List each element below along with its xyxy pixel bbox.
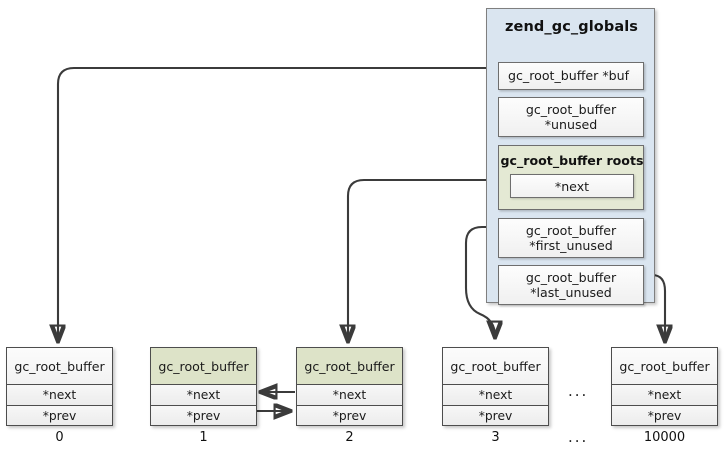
- field-unused-label: gc_root_buffer *unused: [526, 102, 616, 133]
- buffer-node-2-next: *next: [297, 385, 402, 405]
- buffer-node-2-prev: *prev: [297, 405, 402, 425]
- wire-roots-next-to-node2: [348, 178, 497, 340]
- wire-buf-to-node0: [58, 66, 486, 340]
- buffer-node-0-next: *next: [7, 385, 112, 405]
- buffer-node-2-header: gc_root_buffer: [297, 348, 402, 385]
- field-last-unused-line2: *last_unused: [530, 285, 612, 300]
- buffer-node-3-next: *next: [443, 385, 548, 405]
- buffer-node-10000[interactable]: gc_root_buffer *next *prev: [611, 347, 718, 426]
- buffer-node-1-next: *next: [151, 385, 256, 405]
- field-unused[interactable]: gc_root_buffer *unused: [498, 97, 644, 137]
- buffer-node-10000-label: 10000: [643, 430, 686, 445]
- buffer-node-1-prev: *prev: [151, 405, 256, 425]
- buffer-node-1[interactable]: gc_root_buffer *next *prev: [150, 347, 257, 426]
- field-buf-label: gc_root_buffer *buf: [508, 68, 630, 84]
- buffer-node-3-label: 3: [491, 430, 500, 445]
- buffer-node-3-prev: *prev: [443, 405, 548, 425]
- label-row-ellipsis: ...: [568, 428, 589, 446]
- field-first-unused-label: gc_root_buffer *first_unused: [526, 223, 616, 254]
- wire-first-unused-to-node3: [464, 225, 497, 336]
- field-last-unused-line1: gc_root_buffer: [525, 269, 617, 285]
- buffer-node-0-header: gc_root_buffer: [7, 348, 112, 385]
- field-roots[interactable]: gc_root_buffer roots *next: [498, 145, 644, 210]
- field-buf[interactable]: gc_root_buffer *buf: [498, 62, 644, 90]
- buffer-node-1-label: 1: [199, 430, 208, 445]
- field-last-unused-label: gc_root_buffer *last_unused: [526, 270, 616, 301]
- buffer-node-2-label: 2: [345, 430, 354, 445]
- roots-next-field[interactable]: *next: [510, 174, 634, 198]
- zend-gc-globals-panel: zend_gc_globals gc_root_buffer *buf gc_r…: [486, 8, 655, 305]
- panel-title: zend_gc_globals: [504, 19, 639, 35]
- buffer-node-2[interactable]: gc_root_buffer *next *prev: [296, 347, 403, 426]
- buffer-node-10000-next: *next: [612, 385, 717, 405]
- roots-title: gc_root_buffer roots: [500, 153, 644, 168]
- node-row-ellipsis: ...: [568, 382, 589, 400]
- buffer-node-0-label: 0: [55, 430, 64, 445]
- field-first-unused-line2: *first_unused: [529, 238, 613, 253]
- buffer-node-10000-header: gc_root_buffer: [612, 348, 717, 385]
- buffer-node-0-prev: *prev: [7, 405, 112, 425]
- field-unused-line1: gc_root_buffer: [525, 101, 617, 117]
- buffer-node-3[interactable]: gc_root_buffer *next *prev: [442, 347, 549, 426]
- field-first-unused[interactable]: gc_root_buffer *first_unused: [498, 218, 644, 258]
- buffer-node-0[interactable]: gc_root_buffer *next *prev: [6, 347, 113, 426]
- field-last-unused[interactable]: gc_root_buffer *last_unused: [498, 265, 644, 305]
- field-first-unused-line1: gc_root_buffer: [525, 222, 617, 238]
- buffer-node-1-header: gc_root_buffer: [151, 348, 256, 385]
- field-unused-line2: *unused: [544, 117, 598, 132]
- buffer-node-10000-prev: *prev: [612, 405, 717, 425]
- buffer-node-3-header: gc_root_buffer: [443, 348, 548, 385]
